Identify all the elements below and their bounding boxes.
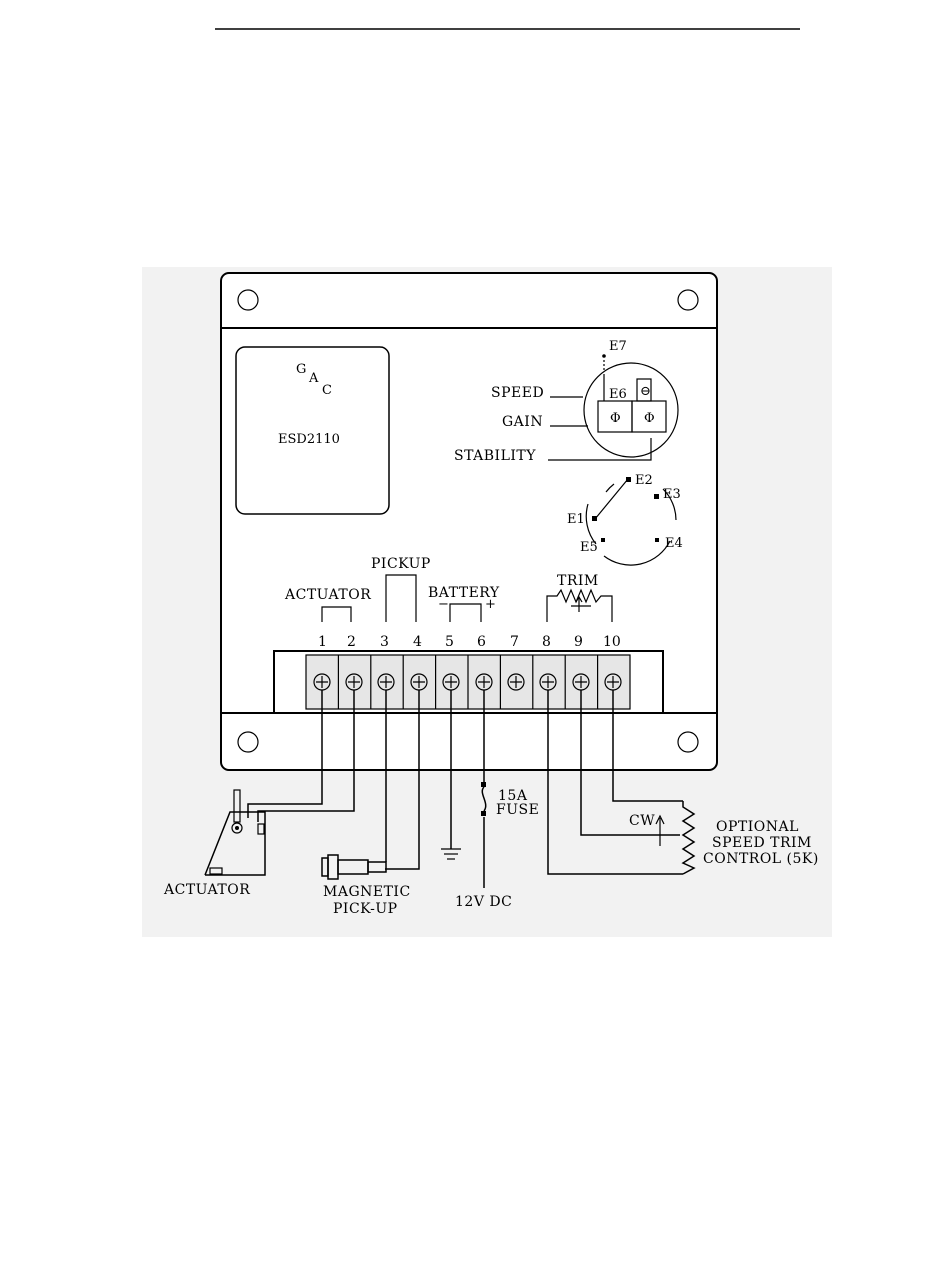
actuator-device-label: ACTUATOR [163, 882, 250, 898]
terminal-screw-icon [508, 674, 524, 690]
gain-label: GAIN [502, 414, 543, 430]
supply-label: 12V DC [455, 894, 512, 910]
terminal-screw-icon [378, 674, 394, 690]
terminal-number: 5 [445, 634, 454, 650]
speed-label: SPEED [491, 385, 544, 401]
terminal-number: 7 [510, 634, 519, 650]
pickup-group-label: PICKUP [371, 556, 431, 572]
jumper-e4-label: E4 [665, 536, 683, 551]
brand-letter-a: A [308, 371, 319, 386]
terminal-screw-icon [314, 674, 330, 690]
jumper-e6-label: E6 [609, 387, 627, 402]
stability-pot-icon: Φ [644, 411, 655, 426]
terminal-screw-icon [476, 674, 492, 690]
terminal-number: 3 [380, 634, 389, 650]
battery-minus-sign: − [438, 597, 449, 612]
jumper-e3-label: E3 [663, 487, 681, 502]
terminal-number: 4 [413, 634, 422, 650]
terminal-screw-icon [573, 674, 589, 690]
speed-trimmer-icon: ⊖ [640, 384, 651, 399]
brand-letter-g: G [296, 362, 306, 377]
terminal-number: 10 [603, 634, 621, 650]
terminal-number: 8 [542, 634, 551, 650]
model-label: ESD2110 [278, 432, 340, 447]
gain-pot-icon: Φ [610, 411, 621, 426]
fuse-label: FUSE [496, 802, 539, 818]
trim-control-label-line1: OPTIONAL [716, 819, 799, 835]
jumper-e1-label: E1 [567, 512, 585, 527]
actuator-group-label: ACTUATOR [284, 587, 371, 603]
terminal-screw-icon [443, 674, 459, 690]
stability-label: STABILITY [454, 448, 536, 464]
terminal-number: 6 [477, 634, 486, 650]
terminal-screw-icon [540, 674, 556, 690]
magnetic-pickup-label-line1: MAGNETIC [323, 884, 411, 900]
trim-control-label-line2: SPEED TRIM [712, 835, 812, 851]
terminal-screw-icon [411, 674, 427, 690]
terminal-number: 1 [318, 634, 327, 650]
brand-letter-c: C [322, 383, 332, 398]
battery-plus-sign: + [485, 597, 496, 612]
terminal-number: 9 [574, 634, 583, 650]
jumper-e5-label: E5 [580, 540, 598, 555]
magnetic-pickup-label-line2: PICK-UP [333, 901, 398, 917]
cw-label: CW [629, 813, 655, 829]
terminal-screw-icon [346, 674, 362, 690]
terminal-screw-icon [605, 674, 621, 690]
trim-control-label-line3: CONTROL (5K) [703, 851, 819, 867]
jumper-e2-label: E2 [635, 473, 653, 488]
brand-panel: G A C ESD2110 [236, 347, 389, 514]
jumper-e7-label: E7 [609, 339, 627, 354]
trim-group-label: TRIM [557, 573, 599, 589]
terminal-number: 2 [347, 634, 356, 650]
